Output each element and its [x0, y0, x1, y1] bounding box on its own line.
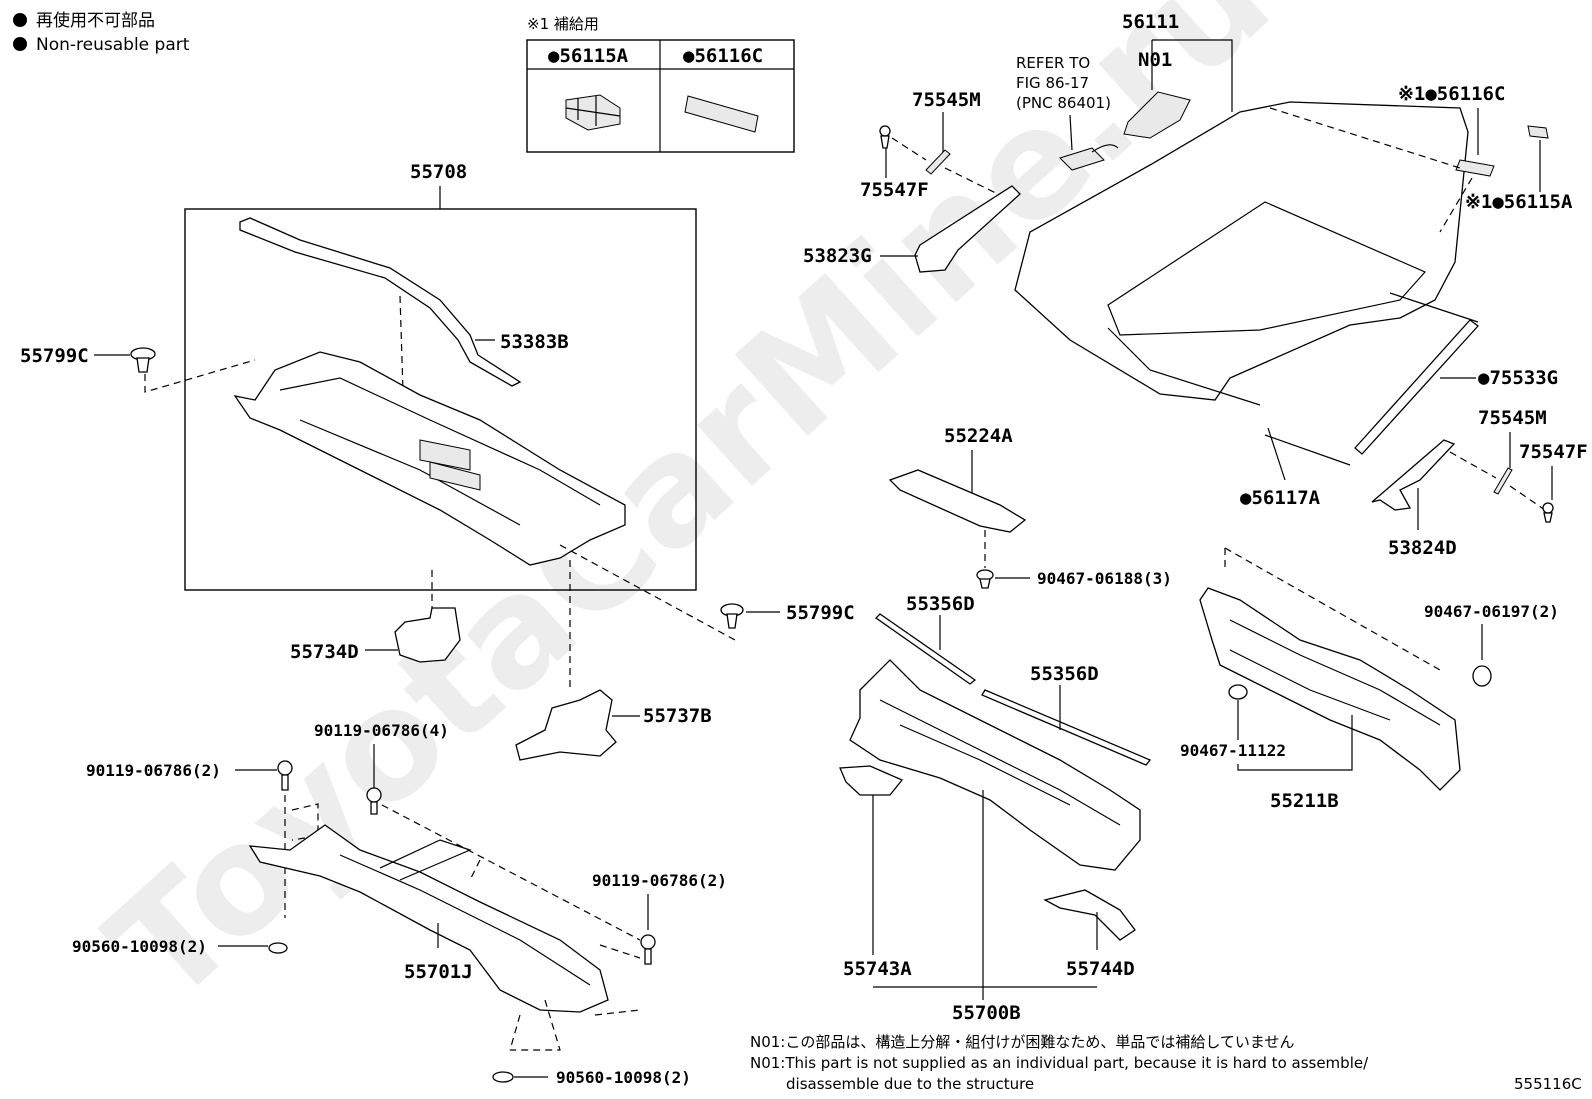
label-55737B: 55737B — [643, 705, 712, 727]
bracket-55744D — [1043, 889, 1136, 941]
label-55700B: 55700B — [952, 1002, 1021, 1024]
label-53383B: 53383B — [500, 331, 569, 353]
clip-75547F-right-icon — [1542, 502, 1554, 523]
side-molding-53824D — [1371, 439, 1456, 511]
clip-56115A-right — [1527, 125, 1549, 139]
seal-55356D-b — [981, 689, 1152, 766]
washer-90560-10098-2b — [492, 1071, 514, 1083]
side-molding-53823G — [914, 185, 1021, 273]
label-56117A: ●56117A — [1240, 487, 1321, 509]
label-75545M-top: 75545M — [912, 89, 981, 111]
label-56115A-right: ※1●56115A — [1465, 191, 1573, 213]
rain-sensor-part — [1059, 147, 1105, 171]
clip-90467-06197-icon — [1472, 665, 1492, 687]
label-53823G: 53823G — [803, 245, 872, 267]
seal-55356D-a — [874, 613, 977, 685]
label-90119-06786-2a: 90119-06786(2) — [86, 761, 221, 780]
seal-55224A — [888, 469, 1027, 533]
panel-55211B — [1199, 587, 1461, 791]
clip-90467-06188-icon — [976, 569, 994, 589]
clip-90467-11122-icon — [1228, 684, 1248, 700]
clip-75547F-top-icon — [879, 125, 891, 149]
bolt-90119-06786-2a-icon — [277, 760, 293, 791]
bracket-55734D — [394, 607, 461, 663]
refer-line2: FIG 86-17 — [1016, 74, 1089, 92]
supply-box: ●56115A ●56116C — [526, 39, 795, 153]
pad-56116C-icon — [684, 95, 759, 133]
label-55734D: 55734D — [290, 641, 359, 663]
label-55708: 55708 — [410, 161, 467, 183]
supply-box-title: ※1 補給用 — [527, 15, 599, 33]
label-90467-06197: 90467-06197(2) — [1424, 602, 1559, 621]
clip-55799C-left-icon — [130, 347, 156, 373]
label-75533G: ●75533G — [1478, 367, 1558, 389]
non-reusable-bullet-icon — [13, 13, 27, 27]
label-90560-10098-2a: 90560-10098(2) — [72, 937, 207, 956]
weatherstrip-53383B — [239, 217, 522, 387]
label-55356D-b: 55356D — [1030, 663, 1099, 685]
refer-line3: (PNC 86401) — [1016, 94, 1111, 112]
sensor-bracket-part — [1123, 91, 1191, 139]
dam-strip-75533G — [1354, 319, 1479, 455]
figure-id: 555116C — [1514, 1075, 1582, 1093]
label-75547F-top: 75547F — [860, 179, 929, 201]
label-90560-10098-2b: 90560-10098(2) — [556, 1068, 691, 1087]
label-53824D: 53824D — [1388, 537, 1457, 559]
legend-en: Non-reusable part — [36, 35, 190, 55]
bolt-90119-06786-4-icon — [366, 787, 382, 815]
label-75547F-right: 75547F — [1519, 441, 1588, 463]
label-56116C-right: ※1●56116C — [1398, 83, 1505, 105]
label-55743A: 55743A — [843, 958, 912, 980]
label-55356D-a: 55356D — [906, 593, 975, 615]
label-90467-06188: 90467-06188(3) — [1037, 569, 1172, 588]
non-reusable-bullet-icon — [13, 37, 27, 51]
cowl-panel-55700B — [849, 659, 1141, 871]
label-55799C-left: 55799C — [20, 345, 89, 367]
label-90467-11122: 90467-11122 — [1180, 741, 1286, 760]
cowl-panel-55701J — [248, 824, 609, 1013]
bolt-90119-06786-2b-icon — [640, 934, 656, 965]
label-55701J: 55701J — [404, 961, 473, 983]
supply-col1-label: ●56115A — [548, 45, 629, 67]
assembly-55708-box — [184, 208, 697, 591]
supply-col2-label: ●56116C — [683, 45, 763, 67]
windshield-glass — [1014, 101, 1469, 466]
label-56111: 56111 — [1122, 11, 1179, 33]
bracket-55737B — [515, 689, 617, 761]
bracket-55743A — [839, 765, 904, 796]
label-90119-06786-2b: 90119-06786(2) — [592, 871, 727, 890]
label-55744D: 55744D — [1066, 958, 1135, 980]
label-55799C-mid: 55799C — [786, 602, 855, 624]
label-n01: N01 — [1138, 49, 1172, 71]
clip-55799C-mid-icon — [720, 603, 744, 629]
washer-90560-10098-2a — [268, 942, 288, 954]
label-90119-06786-4: 90119-06786(4) — [314, 721, 449, 740]
legend-jp: 再使用不可部品 — [36, 10, 155, 31]
refer-line1: REFER TO — [1016, 54, 1090, 72]
clip-56115A-icon — [565, 94, 621, 131]
note-en-line1: N01:This part is not supplied as an indi… — [750, 1054, 1369, 1072]
clip-75545M-top — [925, 149, 951, 175]
note-jp: N01:この部品は、構造上分解・組付けが困難なため、単品では補給していません — [750, 1033, 1294, 1051]
label-55211B: 55211B — [1270, 790, 1339, 812]
label-75545M-right: 75545M — [1478, 407, 1547, 429]
note-en-line2: disassemble due to the structure — [786, 1075, 1034, 1093]
label-55224A: 55224A — [944, 425, 1013, 447]
clip-75545M-right — [1493, 467, 1513, 495]
